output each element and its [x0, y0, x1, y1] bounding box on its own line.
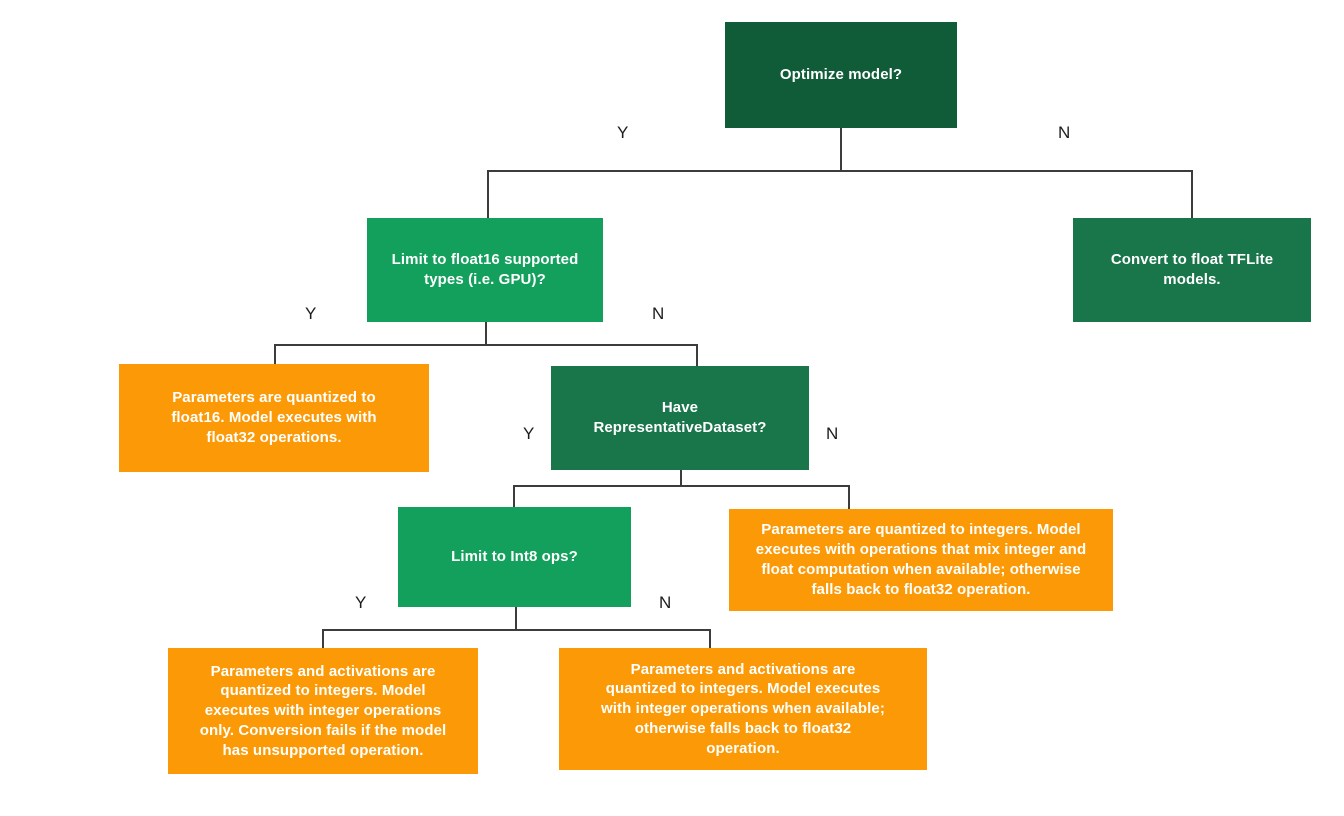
node-have-representative-dataset[interactable]: Have RepresentativeDataset?	[551, 366, 809, 470]
connector-trunk-repdataset-down	[680, 470, 682, 486]
node-label: Limit to Int8 ops?	[451, 548, 578, 566]
node-optimize-model[interactable]: Optimize model?	[725, 22, 957, 128]
branch-label-repdataset-no: N	[826, 424, 839, 443]
branch-label-optimize-yes: Y	[617, 123, 629, 142]
node-params-float16[interactable]: Parameters are quantized to float16. Mod…	[119, 364, 429, 472]
connector-bus-level1	[487, 170, 1193, 172]
branch-label-int8-no: N	[659, 593, 672, 612]
node-label: Parameters are quantized to float16. Mod…	[171, 389, 377, 446]
connector-drop-to-int-only	[322, 629, 324, 649]
connector-trunk-optimize-down	[840, 128, 842, 171]
node-limit-float16[interactable]: Limit to float16 supported types (i.e. G…	[367, 218, 603, 322]
connector-drop-to-int8	[513, 485, 515, 508]
node-params-activations-int-only[interactable]: Parameters and activations are quantized…	[168, 648, 478, 774]
connector-trunk-int8-down	[515, 607, 517, 630]
connector-drop-to-float16	[487, 170, 489, 219]
node-convert-float-tflite[interactable]: Convert to float TFLite models.	[1073, 218, 1311, 322]
branch-label-optimize-no: N	[1058, 123, 1071, 142]
connector-drop-to-mixed	[848, 485, 850, 510]
node-label: Have RepresentativeDataset?	[593, 399, 767, 436]
connector-bus-level3	[513, 485, 850, 487]
connector-drop-to-float16-out	[274, 344, 276, 366]
node-label: Parameters are quantized to integers. Mo…	[755, 521, 1087, 598]
connector-drop-to-repdataset	[696, 344, 698, 368]
connector-drop-to-int-fallback	[709, 629, 711, 649]
connector-bus-level4	[322, 629, 711, 631]
connector-bus-level2	[274, 344, 698, 346]
node-params-activations-int-fallback[interactable]: Parameters and activations are quantized…	[559, 648, 927, 770]
node-label: Limit to float16 supported types (i.e. G…	[391, 251, 579, 288]
connector-trunk-float16-down	[485, 322, 487, 345]
node-limit-int8-ops[interactable]: Limit to Int8 ops?	[398, 507, 631, 607]
node-label: Parameters and activations are quantized…	[601, 660, 885, 757]
branch-label-int8-yes: Y	[355, 593, 367, 612]
branch-label-float16-no: N	[652, 304, 665, 323]
branch-label-float16-yes: Y	[305, 304, 317, 323]
branch-label-repdataset-yes: Y	[523, 424, 535, 443]
node-label: Convert to float TFLite models.	[1110, 251, 1274, 288]
node-label: Optimize model?	[779, 66, 903, 84]
connector-drop-to-convert	[1191, 170, 1193, 219]
node-params-integers-mixed[interactable]: Parameters are quantized to integers. Mo…	[729, 509, 1113, 611]
node-label: Parameters and activations are quantized…	[199, 662, 447, 759]
